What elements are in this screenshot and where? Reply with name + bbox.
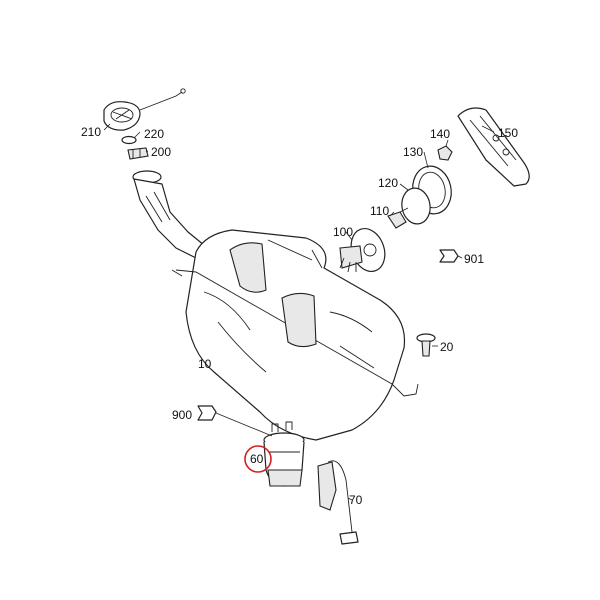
tank-sender-part[interactable] — [339, 224, 391, 276]
callout-130[interactable]: 130 — [403, 145, 423, 159]
cap-seal-part[interactable] — [121, 135, 137, 145]
leader-lines — [103, 123, 495, 501]
fuel-tank-part[interactable] — [171, 229, 419, 441]
callout-60[interactable]: 60 — [250, 452, 264, 466]
callout-200[interactable]: 200 — [151, 145, 171, 159]
callout-901[interactable]: 901 — [464, 252, 484, 266]
callout-210[interactable]: 210 — [81, 125, 101, 139]
callout-60-highlight-circle — [244, 445, 272, 473]
callout-120[interactable]: 120 — [378, 176, 398, 190]
callout-900[interactable]: 900 — [172, 408, 192, 422]
fuel-cap-part[interactable] — [103, 88, 186, 131]
plug-901-part[interactable] — [439, 249, 459, 263]
callout-150[interactable]: 150 — [498, 126, 518, 140]
callout-220[interactable]: 220 — [144, 127, 164, 141]
fuel-pump-part[interactable] — [263, 421, 305, 487]
filler-neck-part — [132, 170, 211, 259]
bolt-part[interactable] — [416, 333, 436, 357]
level-sensor-part[interactable] — [317, 460, 359, 545]
filler-clip-part[interactable] — [127, 147, 149, 160]
callout-20[interactable]: 20 — [440, 340, 454, 354]
callout-70[interactable]: 70 — [349, 493, 363, 507]
callout-140[interactable]: 140 — [430, 127, 450, 141]
callout-100[interactable]: 100 — [333, 225, 353, 239]
nut-part[interactable] — [437, 145, 453, 161]
sender-plate-part[interactable] — [457, 107, 530, 187]
plug-900-part[interactable] — [197, 405, 217, 421]
connector-part[interactable] — [387, 207, 409, 229]
callout-110[interactable]: 110 — [370, 204, 389, 218]
o-ring-part[interactable] — [399, 186, 433, 226]
callout-10[interactable]: 10 — [198, 357, 212, 371]
